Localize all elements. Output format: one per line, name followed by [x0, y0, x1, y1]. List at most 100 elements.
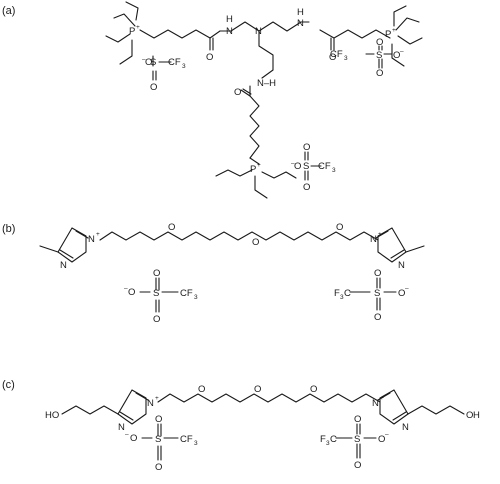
imidazolium-b-right	[375, 227, 425, 263]
atom-f-triflate-b2: F	[334, 288, 340, 299]
atom-p-right: P	[385, 29, 391, 40]
charge-o-triflate-b2: –	[405, 285, 409, 292]
atom-n1-c-left: N	[118, 422, 125, 433]
atom-h-c-right: H	[473, 410, 480, 421]
charge-o-triflate-c2: –	[385, 431, 389, 438]
atom-c-triflate-c2: C	[330, 434, 337, 445]
atom-o3-c: O	[310, 384, 317, 395]
atom-cf-triflate-c1: CF	[180, 434, 193, 445]
atom-o2-c: O	[254, 384, 261, 395]
charge-o-triflate-a1: –	[142, 56, 146, 63]
atom-cf-triflate-a3: CF	[318, 161, 331, 172]
imidazolium-c-right	[377, 389, 465, 425]
atom-ho-c-left: HO	[45, 410, 59, 421]
atom-c-triflate-b2: C	[344, 288, 351, 299]
charge-o-triflate-a2: –	[400, 48, 404, 55]
atom-n-central: N	[255, 26, 262, 37]
atom-cf-triflate-b1: CF	[180, 288, 193, 299]
charge-o-triflate-a3: –	[291, 160, 295, 167]
atom-o2-b: O	[252, 237, 259, 248]
panel-b-label: (b)	[2, 223, 15, 235]
molecule-b-atoms: N N + O O O N + N – O O S CF 3 O F 3 C O…	[60, 222, 409, 325]
atom-o1-triflate-b1: O	[153, 268, 160, 279]
atom-n3-c-left: N	[147, 398, 154, 409]
atom-s-triflate-a1: S	[150, 57, 156, 68]
charge-n-b-left: +	[96, 231, 100, 238]
charge-n-c-left: +	[155, 395, 159, 402]
molecule-a-bottom-arm	[215, 157, 297, 199]
atom-o-left: O	[206, 52, 213, 63]
atom-h-amide-right: H	[297, 7, 304, 18]
atom-o3-triflate-c2: O	[378, 434, 385, 445]
panel-c: (c)	[2, 379, 480, 473]
atom-cf-sub-c1: 3	[194, 440, 198, 447]
atom-o-right: O	[329, 52, 336, 63]
atom-n1-c-right: N	[402, 422, 409, 433]
atom-cf-sub-b1: 3	[194, 294, 198, 301]
molecule-a-core	[230, 21, 302, 159]
triflates-c	[141, 423, 377, 461]
atom-o1-triflate-c1: O	[155, 414, 162, 425]
atom-o2-triflate-a1: O	[150, 82, 157, 93]
imidazolium-c-left	[61, 389, 149, 425]
molecule-a-triflates	[152, 45, 393, 181]
atom-p-bottom: P	[250, 164, 256, 175]
charge-p-bottom: +	[257, 162, 261, 169]
atom-n-amide-left: N	[226, 26, 233, 37]
atom-n1-b-right: N	[398, 260, 405, 271]
atom-oh-c-right: O	[466, 410, 473, 421]
imidazolium-b-left	[39, 227, 89, 263]
atom-n-amide-right: N	[297, 18, 304, 29]
atom-f-sub-b2: 3	[340, 294, 344, 301]
atom-f-triflate-c2: F	[320, 434, 326, 445]
atom-o1-triflate-a3: O	[303, 142, 310, 153]
ether-chain-b	[99, 231, 379, 241]
atom-o2-triflate-a3: O	[303, 182, 310, 193]
atom-o3-triflate-b2: O	[398, 288, 405, 299]
atom-o1-b: O	[168, 222, 175, 233]
atom-o3-b: O	[336, 222, 343, 233]
panel-c-label: (c)	[2, 379, 15, 391]
atom-cf-sub-a3: 3	[332, 167, 336, 174]
charge-p-left: +	[136, 24, 140, 31]
ether-chain-c	[157, 393, 381, 403]
atom-o-triflate-b1: O	[128, 287, 135, 298]
charge-n-b-right: +	[378, 231, 382, 238]
atom-o2-triflate-c2: O	[354, 460, 361, 471]
atom-p-left: P	[129, 26, 135, 37]
atom-o2-triflate-a2: O	[376, 68, 383, 79]
molecule-a-right-arm	[300, 5, 423, 67]
atom-n3-b-left: N	[88, 234, 95, 245]
atom-o1-triflate-c2: O	[354, 414, 361, 425]
triflates-b	[139, 277, 397, 313]
atom-o3-triflate-a2: O	[393, 50, 400, 61]
panel-a-label: (a)	[2, 5, 15, 17]
atom-cf-triflate-a2: CF	[330, 49, 343, 60]
charge-n-c-right: +	[380, 395, 384, 402]
atom-o2-triflate-c1: O	[155, 462, 162, 473]
atom-s-triflate-a3: S	[303, 161, 309, 172]
atom-o1-triflate-b2: O	[374, 268, 381, 279]
atom-cf-sub-a2: 3	[344, 55, 348, 62]
atom-s-triflate-b1: S	[153, 288, 159, 299]
atom-n3-b-right: N	[370, 234, 377, 245]
panel-a: (a)	[2, 1, 423, 199]
atom-o-triflate-a3: O	[294, 161, 301, 172]
molecule-a-atoms: N H N N H O O N–H O P + P + P + – O S CF…	[129, 7, 404, 193]
atom-f-sub-c2: 3	[326, 440, 330, 447]
atom-nh-bottom: N–H	[257, 78, 276, 89]
atom-o2-triflate-b1: O	[153, 314, 160, 325]
atom-n1-b-left: N	[60, 260, 67, 271]
atom-cf-sub-a1: 3	[182, 63, 186, 70]
atom-cf-triflate-a1: CF	[168, 57, 181, 68]
atom-o-triflate-a1: O	[145, 57, 152, 68]
atom-s-triflate-c1: S	[155, 434, 161, 445]
atom-o2-triflate-b2: O	[374, 312, 381, 323]
atom-o1-c: O	[198, 384, 205, 395]
molecule-c-atoms: HO N N + O O O N + N O H – O O S CF 3 O …	[45, 384, 480, 473]
atom-s-triflate-b2: S	[374, 288, 380, 299]
atom-h-amide-left: H	[226, 14, 233, 25]
atom-n3-c-right: N	[372, 398, 379, 409]
